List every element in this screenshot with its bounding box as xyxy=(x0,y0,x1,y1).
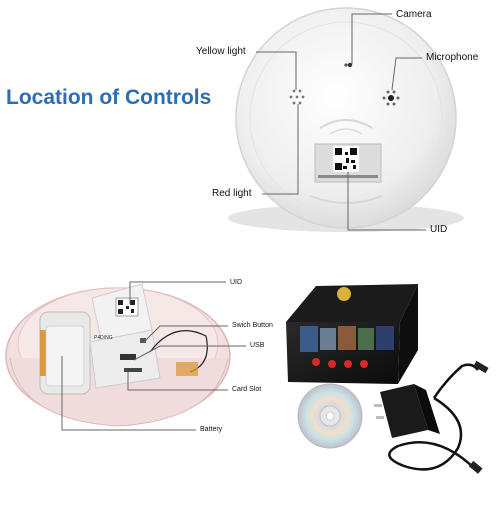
usb-cable xyxy=(388,360,489,474)
opened-detector-base xyxy=(5,283,231,427)
label-switch-button: Swich Button xyxy=(232,322,273,329)
device-marking: P4D/NG xyxy=(94,335,113,341)
label-uid-top: UID xyxy=(430,224,448,235)
label-camera: Camera xyxy=(396,9,432,20)
label-microphone: Microphone xyxy=(426,52,479,63)
page-title: Location of Controls xyxy=(6,86,212,109)
label-red-light: Red light xyxy=(212,188,252,199)
cd-disc xyxy=(297,383,363,449)
battery xyxy=(39,311,91,395)
label-battery: Battery xyxy=(200,426,223,433)
label-usb: USB xyxy=(250,342,265,349)
label-card-slot: Card Slot xyxy=(232,386,262,393)
top-leader-lines xyxy=(256,13,426,231)
power-adapter xyxy=(374,384,440,438)
uid-sticker xyxy=(314,143,382,183)
retail-box xyxy=(286,284,418,384)
bottom-leader-lines xyxy=(61,281,246,431)
label-uid-bottom: UID xyxy=(230,279,243,286)
label-yellow-light: Yellow light xyxy=(196,46,246,57)
led-icon xyxy=(312,358,368,368)
smoke-detector xyxy=(228,7,464,232)
camera-hole-icon xyxy=(347,62,353,68)
microphone-grille-icon xyxy=(382,90,400,106)
camera-module xyxy=(89,283,208,389)
yellow-light-icon xyxy=(289,89,305,105)
